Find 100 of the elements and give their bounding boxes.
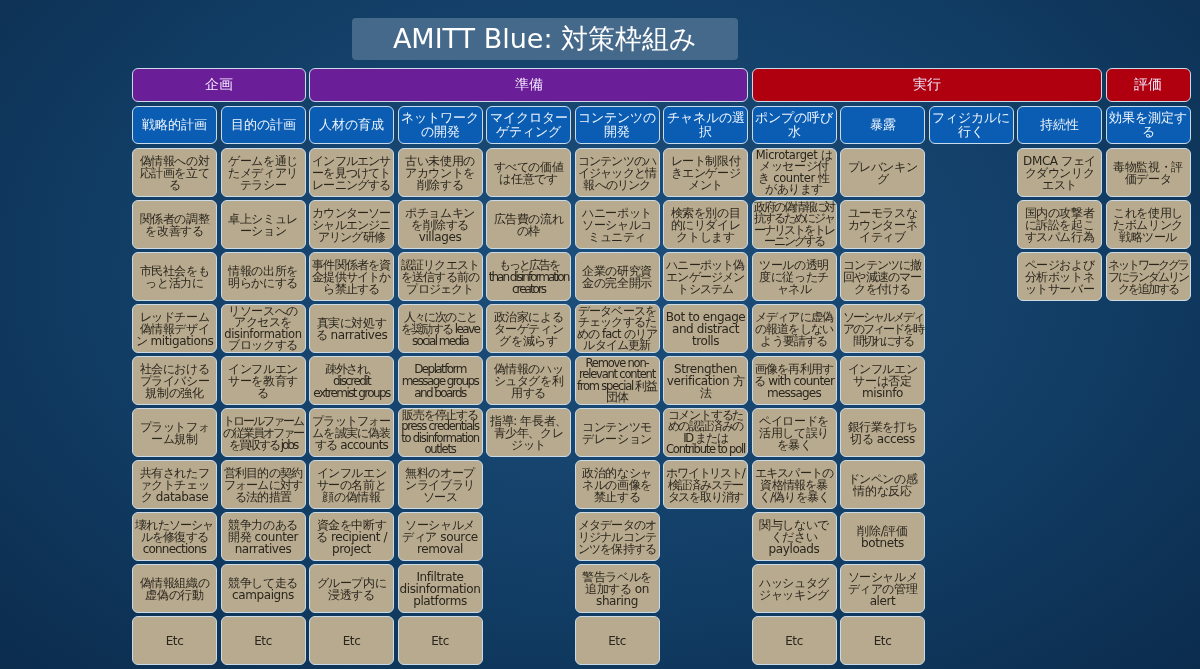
tactic-header: 人材の育成 bbox=[309, 106, 394, 144]
countermeasure-card: リソースへのアクセスを disinformation ブロックする bbox=[220, 304, 306, 353]
countermeasure-card: 事件関係者を資金提供サイトから禁止する bbox=[309, 252, 394, 301]
countermeasure-card: 古い未使用のアカウントを削除する bbox=[397, 148, 483, 197]
countermeasure-card: すべての価値は任意です bbox=[486, 148, 571, 197]
countermeasure-card: 偽情報への対応計画を立てる bbox=[132, 148, 217, 197]
countermeasure-card: Etc bbox=[220, 616, 306, 665]
countermeasure-card: 毒物監視・評価データ bbox=[1105, 148, 1191, 197]
countermeasure-card: 政府の偽情報に対抗するためにジャーナリストをトレーニングする bbox=[751, 200, 837, 249]
countermeasure-card: 企業の研究資金の完全開示 bbox=[574, 252, 660, 301]
tactic-header: 目的の計画 bbox=[220, 106, 306, 144]
countermeasure-card: ネットワークグラフにランダムリンクを追加する bbox=[1105, 252, 1191, 301]
countermeasure-card: 関与しないでください payloads bbox=[751, 512, 837, 561]
countermeasure-card: 社会におけるプライバシー規制の強化 bbox=[132, 356, 217, 405]
countermeasure-card: 画像を再利用する with counter messages bbox=[751, 356, 837, 405]
countermeasure-card: 情報の出所を明らかにする bbox=[220, 252, 306, 301]
countermeasure-card: コンテンツのハイジャックと情報へのリンク bbox=[574, 148, 660, 197]
countermeasure-card: Etc bbox=[574, 616, 660, 665]
countermeasure-card: 政治的なシャネルの画像を禁止する bbox=[574, 460, 660, 509]
countermeasure-card: Bot to engage and distract trolls bbox=[663, 304, 748, 353]
countermeasure-card: Deplatform message groups and boards bbox=[397, 356, 483, 405]
countermeasure-card: ペイロードを活用して誤りを暴く bbox=[751, 408, 837, 457]
countermeasure-card: Strengthen verification 方法 bbox=[663, 356, 748, 405]
countermeasure-card: プラットフォーム規制 bbox=[132, 408, 217, 457]
countermeasure-card: インフルエンサーは否定 misinfo bbox=[840, 356, 925, 405]
phase-bar: 企画 bbox=[132, 68, 306, 102]
countermeasure-card: メディアに虚偽の報道をしないよう要請する bbox=[751, 304, 837, 353]
countermeasure-card: Infiltrate disinformation platforms bbox=[397, 564, 483, 613]
countermeasure-card: ユーモラスなカウンターネイティブ bbox=[840, 200, 925, 249]
tactic-header: チャネルの選択 bbox=[663, 106, 748, 144]
tactic-header: フィジカルに行く bbox=[928, 106, 1014, 144]
countermeasure-card: インフルエンサーを見つけてトレーニングする bbox=[309, 148, 394, 197]
countermeasure-card: 偽情報組織の虚偽の行動 bbox=[132, 564, 217, 613]
countermeasure-card: 市民社会をもっと活力に bbox=[132, 252, 217, 301]
countermeasure-card: 人々に次のことを奨励する leave social media bbox=[397, 304, 483, 353]
tactic-header: 効果を測定する bbox=[1105, 106, 1191, 144]
countermeasure-card: 無料のオープンライブラリソース bbox=[397, 460, 483, 509]
countermeasure-card: ハッシュタグジャッキング bbox=[751, 564, 837, 613]
countermeasure-card: エキスパートの資格情報を暴く/偽りを暴く bbox=[751, 460, 837, 509]
countermeasure-card: 販売を停止する press credentials to disinformation outlets bbox=[397, 408, 483, 457]
countermeasure-card: レート制限付きエンゲージメント bbox=[663, 148, 748, 197]
countermeasure-card: 共有されたファクトチェック database bbox=[132, 460, 217, 509]
countermeasure-card: ページおよび分析ボットネットサーバー bbox=[1017, 252, 1102, 301]
countermeasure-card: ドンペンの感情的な反応 bbox=[840, 460, 925, 509]
countermeasure-card: ソーシャルメディアの管理 alert bbox=[840, 564, 925, 613]
countermeasure-card: 壊れたソーシャルを修復する connections bbox=[132, 512, 217, 561]
phase-bar: 実行 bbox=[751, 68, 1102, 102]
countermeasure-card: ハニーポット偽エンゲージメントシステム bbox=[663, 252, 748, 301]
countermeasure-card: 認証リクエストを送信する前のプロジェクト bbox=[397, 252, 483, 301]
tactic-header: ネットワークの開発 bbox=[397, 106, 483, 144]
countermeasure-card: 広告費の流れの枠 bbox=[486, 200, 571, 249]
countermeasure-card: 国内の攻撃者に訴訟を起こすスパム行為 bbox=[1017, 200, 1102, 249]
countermeasure-card: データベースをチェックするための fact のリアルタイム更新 bbox=[574, 304, 660, 353]
countermeasure-card: ポチョムキンを削除する villages bbox=[397, 200, 483, 249]
countermeasure-card: 偽情報のハッシュタグを利用する bbox=[486, 356, 571, 405]
countermeasure-card: 政治家によるターゲティングを減らす bbox=[486, 304, 571, 353]
countermeasure-card: 関係者の調整を改善する bbox=[132, 200, 217, 249]
countermeasure-card: 削除/評価 botnets bbox=[840, 512, 925, 561]
countermeasure-card: Etc bbox=[132, 616, 217, 665]
countermeasure-card: これを使用したボムリンク戦略ツール bbox=[1105, 200, 1191, 249]
countermeasure-card: インフルエンサーの名前と顔の偽情報 bbox=[309, 460, 394, 509]
countermeasure-card: 真実に対処する narratives bbox=[309, 304, 394, 353]
countermeasure-card: グループ内に浸透する bbox=[309, 564, 394, 613]
countermeasure-card: Etc bbox=[309, 616, 394, 665]
countermeasure-card: ソーシャルメディアのフィードを時間切れにする bbox=[840, 304, 925, 353]
countermeasure-card: カウンターソーシャルエンジニアリング研修 bbox=[309, 200, 394, 249]
countermeasure-card: メタデータのオリジナルコンテンツを保持する bbox=[574, 512, 660, 561]
countermeasure-card: ゲームを通じたメディアリテラシー bbox=[220, 148, 306, 197]
countermeasure-card: 営利目的の契約フォームに対する法的措置 bbox=[220, 460, 306, 509]
countermeasure-card: プラットフォームを誠実に偽装する accounts bbox=[309, 408, 394, 457]
countermeasure-card: レッドチーム偽情報デザイン mitigations bbox=[132, 304, 217, 353]
countermeasure-card: プレバンキング bbox=[840, 148, 925, 197]
tactic-header: マイクロターゲティング bbox=[486, 106, 571, 144]
countermeasure-card: 疎外され、discredit extremist groups bbox=[309, 356, 394, 405]
countermeasure-card: Etc bbox=[397, 616, 483, 665]
countermeasure-card: 検索を別の目的にリダイレクトします bbox=[663, 200, 748, 249]
tactic-header: 戦略的計画 bbox=[132, 106, 217, 144]
countermeasure-card: ホワイトリスト/検証済みステータスを取り消す bbox=[663, 460, 748, 509]
countermeasure-card: 資金を中断する recipient / project bbox=[309, 512, 394, 561]
countermeasure-card: 警告ラベルを追加する on sharing bbox=[574, 564, 660, 613]
countermeasure-card: コメントするための認証済みの ID または Contribute to poll bbox=[663, 408, 748, 457]
tactic-header: ポンプの呼び水 bbox=[751, 106, 837, 144]
countermeasure-card: Etc bbox=[751, 616, 837, 665]
phase-bar: 準備 bbox=[309, 68, 748, 102]
tactic-header: 暴露 bbox=[840, 106, 925, 144]
countermeasure-card: 卓上シミュレーション bbox=[220, 200, 306, 249]
countermeasure-card: 競争して走る campaigns bbox=[220, 564, 306, 613]
countermeasure-card: Remove non-relevant content from special 利益団体 bbox=[574, 356, 660, 405]
countermeasure-card: インフルエンサーを教育する bbox=[220, 356, 306, 405]
countermeasure-card: トロールファームの従業員オファーを買収する jobs bbox=[220, 408, 306, 457]
countermeasure-card: もっと広告を than disinformation creators bbox=[486, 252, 571, 301]
tactic-header: 持続性 bbox=[1017, 106, 1102, 144]
countermeasure-card: ハニーポットソーシャルコミュニティ bbox=[574, 200, 660, 249]
countermeasure-card: 競争力のある開発 counter narratives bbox=[220, 512, 306, 561]
countermeasure-card: コンテンツに撤回や減速のマークを付ける bbox=[840, 252, 925, 301]
title: AMITT Blue: 対策枠組み bbox=[352, 18, 738, 60]
countermeasure-card: Microtarget はメッセージ付き counter 性があります bbox=[751, 148, 837, 197]
tactic-header: コンテンツの開発 bbox=[574, 106, 660, 144]
countermeasure-card: ソーシャルメディア source removal bbox=[397, 512, 483, 561]
countermeasure-card: 指導: 年長者、青少年、クレジット bbox=[486, 408, 571, 457]
